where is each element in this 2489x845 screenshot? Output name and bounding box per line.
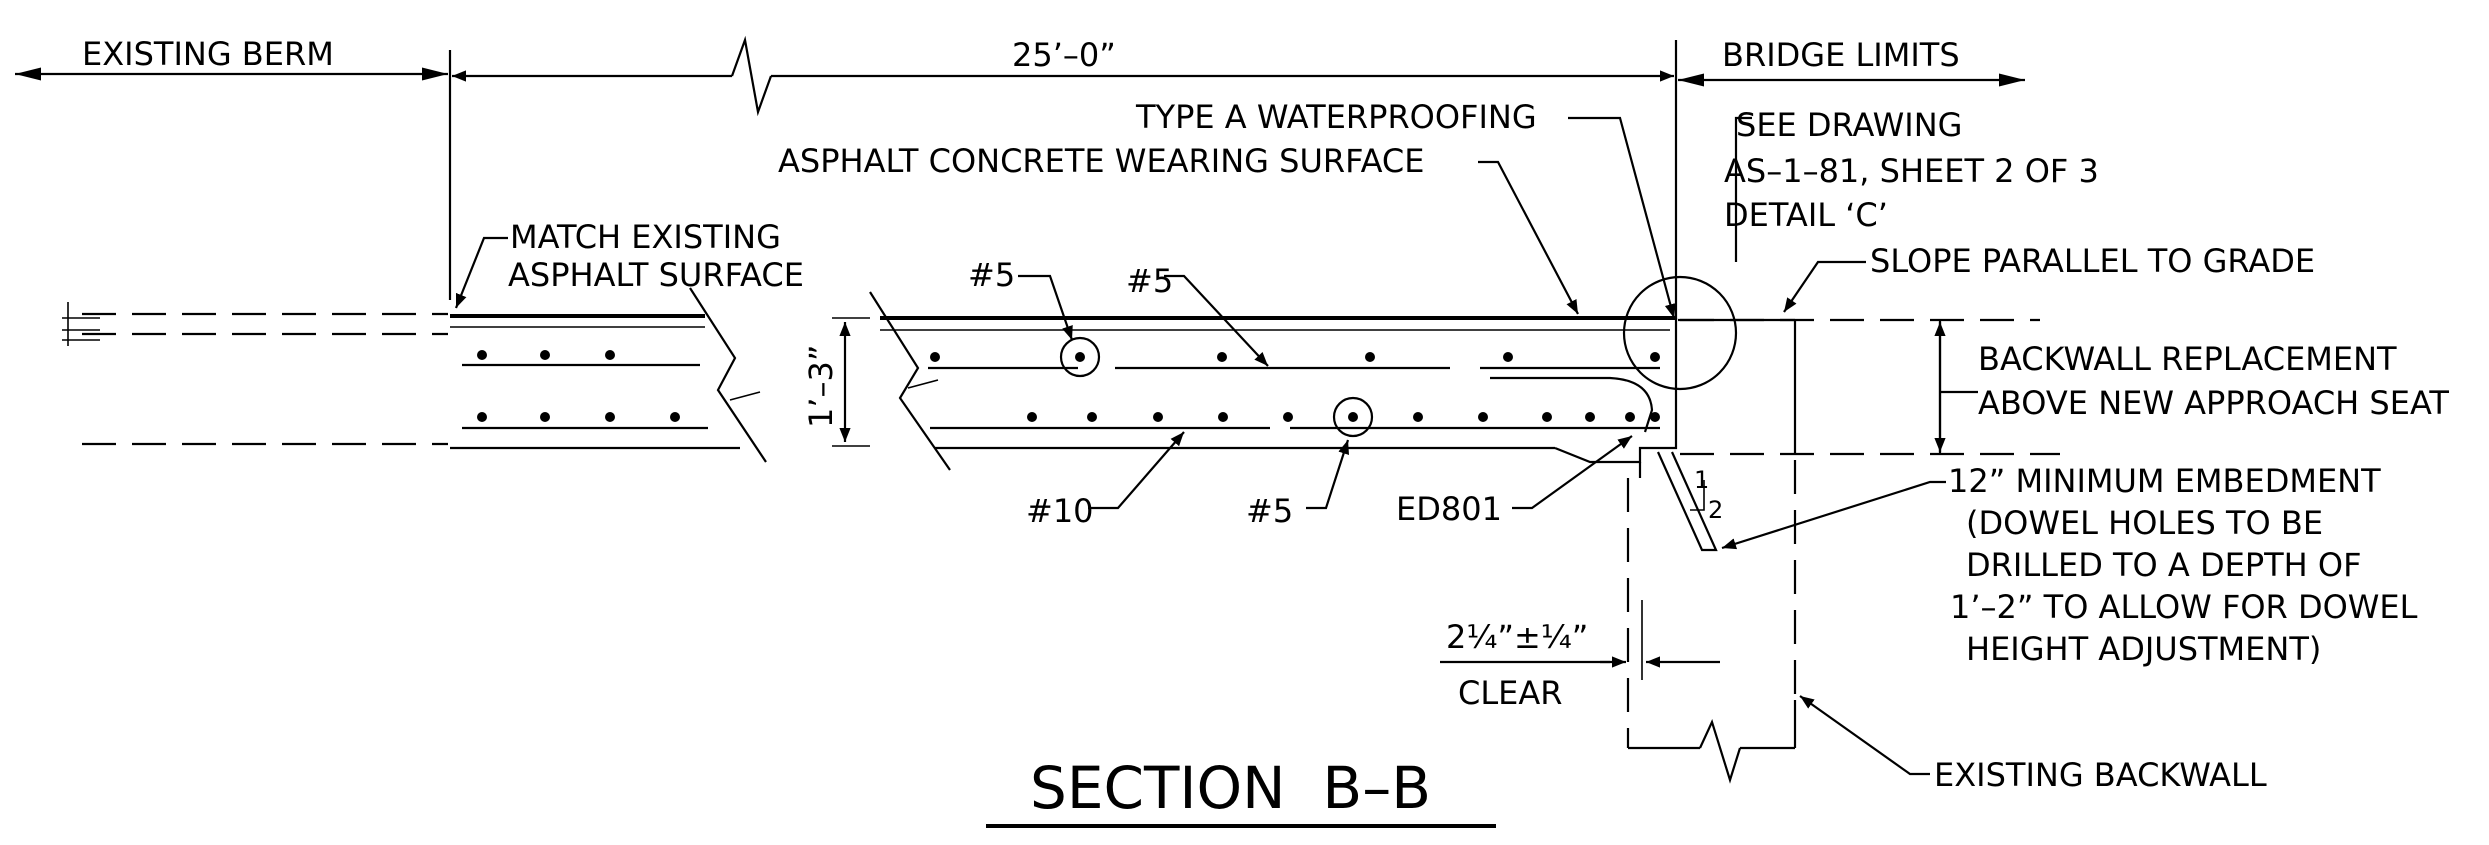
rebar-callout-circle xyxy=(1059,336,1101,378)
rebar-label-10: #10 xyxy=(1026,492,1094,530)
clearance-value-label: 2¼”±¼” xyxy=(1446,618,1588,656)
section-title: SECTION B–B xyxy=(1030,754,1431,822)
clearance-dimension xyxy=(1440,600,1720,680)
see-drawing-label-1: SEE DRAWING xyxy=(1736,106,1962,144)
rebar-dots xyxy=(477,350,1660,422)
embedment-label-5: HEIGHT ADJUSTMENT) xyxy=(1966,630,2321,668)
rebar-label-5-middle: #5 xyxy=(1126,262,1173,300)
rebar-label-5-left: #5 xyxy=(968,256,1015,294)
slope-rise-label: 1 xyxy=(1694,466,1709,494)
existing-pavement xyxy=(62,302,448,446)
rebar-callout-circle xyxy=(1332,396,1374,438)
top-dimensions xyxy=(15,35,2025,320)
slab-depth-label: 1’–3” xyxy=(802,345,840,428)
embedment-label-4: 1’–2” TO ALLOW FOR DOWEL xyxy=(1950,588,2418,626)
rebar-label-5-bottom: #5 xyxy=(1246,492,1293,530)
leader-lines xyxy=(454,116,1978,776)
wearing-surface-label: ASPHALT CONCRETE WEARING SURFACE xyxy=(778,142,1424,180)
ed801-label: ED801 xyxy=(1396,490,1502,528)
approach-slab-left xyxy=(450,287,767,463)
backwall xyxy=(1626,318,2060,784)
match-existing-label-1: MATCH EXISTING xyxy=(510,218,781,256)
slope-parallel-label: SLOPE PARALLEL TO GRADE xyxy=(1870,242,2315,280)
dowel-bar xyxy=(1656,451,1718,552)
backwall-replacement-label-1: BACKWALL REPLACEMENT xyxy=(1978,340,2397,378)
embedment-label-2: (DOWEL HOLES TO BE xyxy=(1966,504,2323,542)
clear-label: CLEAR xyxy=(1458,674,1563,712)
existing-berm-label: EXISTING BERM xyxy=(82,35,334,73)
slab-depth-dimension xyxy=(832,317,870,447)
detail-c-circle xyxy=(1622,275,1738,391)
bridge-limits-label: BRIDGE LIMITS xyxy=(1722,36,1960,74)
slope-run-label: 2 xyxy=(1708,496,1723,524)
see-drawing-label-2: AS–1–81, SHEET 2 OF 3 xyxy=(1724,152,2099,190)
match-existing-label-2: ASPHALT SURFACE xyxy=(508,256,804,294)
length-dimension-label: 25’–0” xyxy=(1012,36,1116,74)
approach-slab-right xyxy=(869,291,1678,471)
waterproofing-label: TYPE A WATERPROOFING xyxy=(1135,98,1537,136)
see-drawing-label-3: DETAIL ‘C’ xyxy=(1724,196,1888,234)
backwall-replacement-label-2: ABOVE NEW APPROACH SEAT xyxy=(1978,384,2449,422)
embedment-label-3: DRILLED TO A DEPTH OF xyxy=(1966,546,2362,584)
embedment-label-1: 12” MINIMUM EMBEDMENT xyxy=(1948,462,2381,500)
existing-backwall-label: EXISTING BACKWALL xyxy=(1934,756,2267,794)
